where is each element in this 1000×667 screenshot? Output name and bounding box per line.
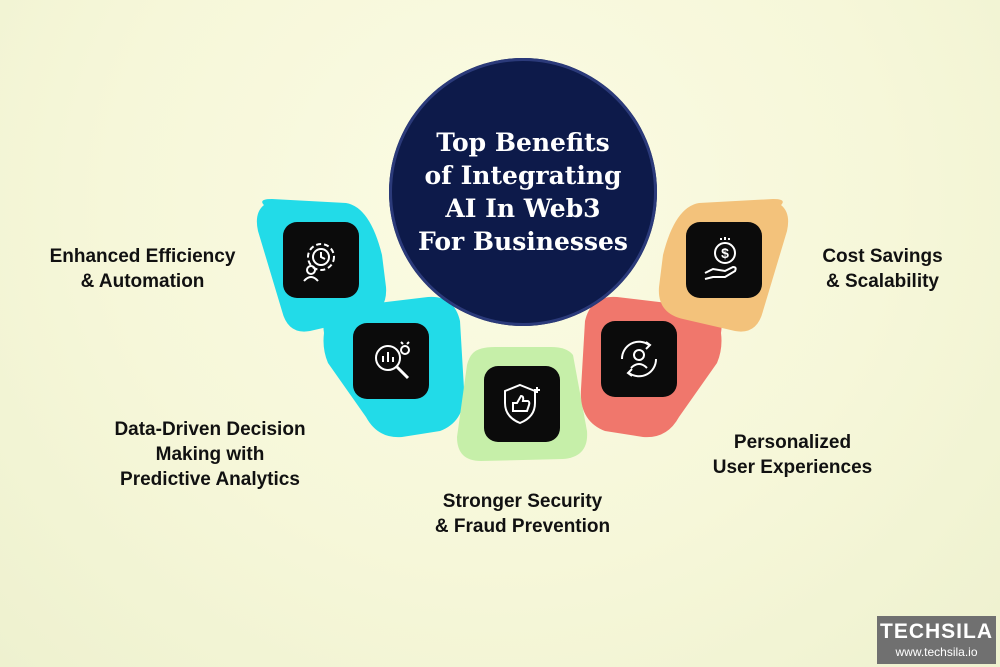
brand-logo-text: TECHSILA	[880, 620, 993, 643]
label-personalized: Personalized User Experiences	[712, 432, 873, 478]
icon-box-security	[484, 366, 560, 442]
label-cost-savings: Cost Savings & Scalability	[822, 246, 943, 292]
icon-box-cost-savings: $	[686, 222, 762, 298]
clock-gear-person-icon	[303, 243, 335, 282]
shield-thumbs-up-icon	[504, 383, 540, 425]
label-efficiency: Enhanced Efficiency & Automation	[49, 246, 236, 292]
brand-badge: TECHSILA www.techsila.io	[877, 616, 996, 664]
brand-url: www.techsila.io	[895, 645, 978, 659]
label-data-driven: Data-Driven Decision Making with Predict…	[114, 419, 306, 490]
magnify-chart-icon	[375, 341, 410, 380]
svg-text:$: $	[721, 245, 729, 261]
icon-box-efficiency	[283, 222, 359, 298]
icon-box-data-driven	[353, 323, 429, 399]
icon-box-personalized	[601, 321, 677, 397]
label-security: Stronger Security & Fraud Prevention	[434, 491, 611, 537]
user-cycle-icon	[620, 340, 658, 378]
hand-dollar-icon: $	[704, 237, 737, 280]
hub-circle: Top Benefits of Integrating AI In Web3 F…	[389, 58, 657, 326]
hub-title: Top Benefits of Integrating AI In Web3 F…	[417, 128, 629, 256]
